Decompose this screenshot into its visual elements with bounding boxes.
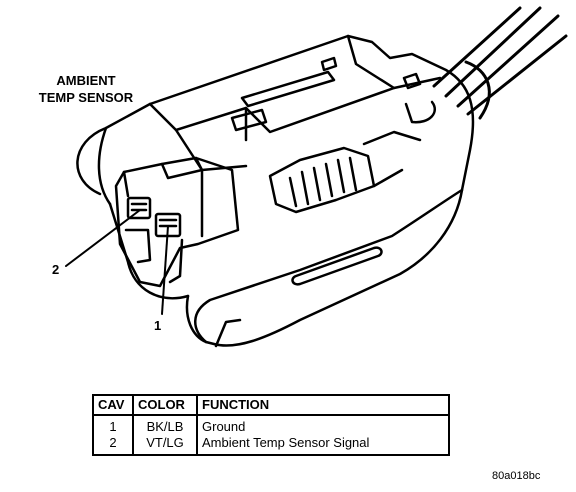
connector-illustration bbox=[65, 6, 568, 348]
figure-code: 80a018bc bbox=[492, 470, 541, 482]
callout-1-leader bbox=[161, 225, 169, 315]
connector-latch bbox=[148, 34, 442, 172]
callout-leaders bbox=[65, 209, 169, 315]
cav-cell: 1 bbox=[92, 415, 134, 435]
header-color: COLOR bbox=[132, 394, 198, 416]
function-cell: Ground bbox=[196, 415, 450, 435]
pinout-header-row: CAV COLOR FUNCTION bbox=[92, 394, 450, 416]
cavity-2 bbox=[126, 196, 152, 220]
sensor-title-line-2: TEMP SENSOR bbox=[38, 90, 134, 105]
sensor-title-line-1: AMBIENT bbox=[56, 73, 116, 88]
connector-shroud bbox=[76, 34, 475, 347]
color-cell: BK/LB bbox=[132, 415, 198, 435]
callout-2: 2 bbox=[52, 262, 60, 277]
connector-ribs bbox=[268, 130, 422, 214]
sensor-title: AMBIENT TEMP SENSOR bbox=[16, 72, 156, 106]
color-cell: VT/LG bbox=[132, 435, 198, 456]
callout-2-leader bbox=[65, 209, 141, 267]
table-row: 2 VT/LG Ambient Temp Sensor Signal bbox=[92, 435, 450, 456]
callout-1: 1 bbox=[154, 318, 162, 333]
shroud-slot bbox=[214, 100, 437, 348]
header-cav: CAV bbox=[92, 394, 134, 416]
table-row: 1 BK/LB Ground bbox=[92, 415, 450, 435]
cav-cell: 2 bbox=[92, 435, 134, 456]
header-function: FUNCTION bbox=[196, 394, 450, 416]
terminal-face bbox=[114, 156, 240, 288]
function-cell: Ambient Temp Sensor Signal bbox=[196, 435, 450, 456]
wire-bundle bbox=[432, 6, 568, 120]
pinout-table: CAV COLOR FUNCTION 1 BK/LB Ground 2 VT/L… bbox=[92, 394, 450, 456]
